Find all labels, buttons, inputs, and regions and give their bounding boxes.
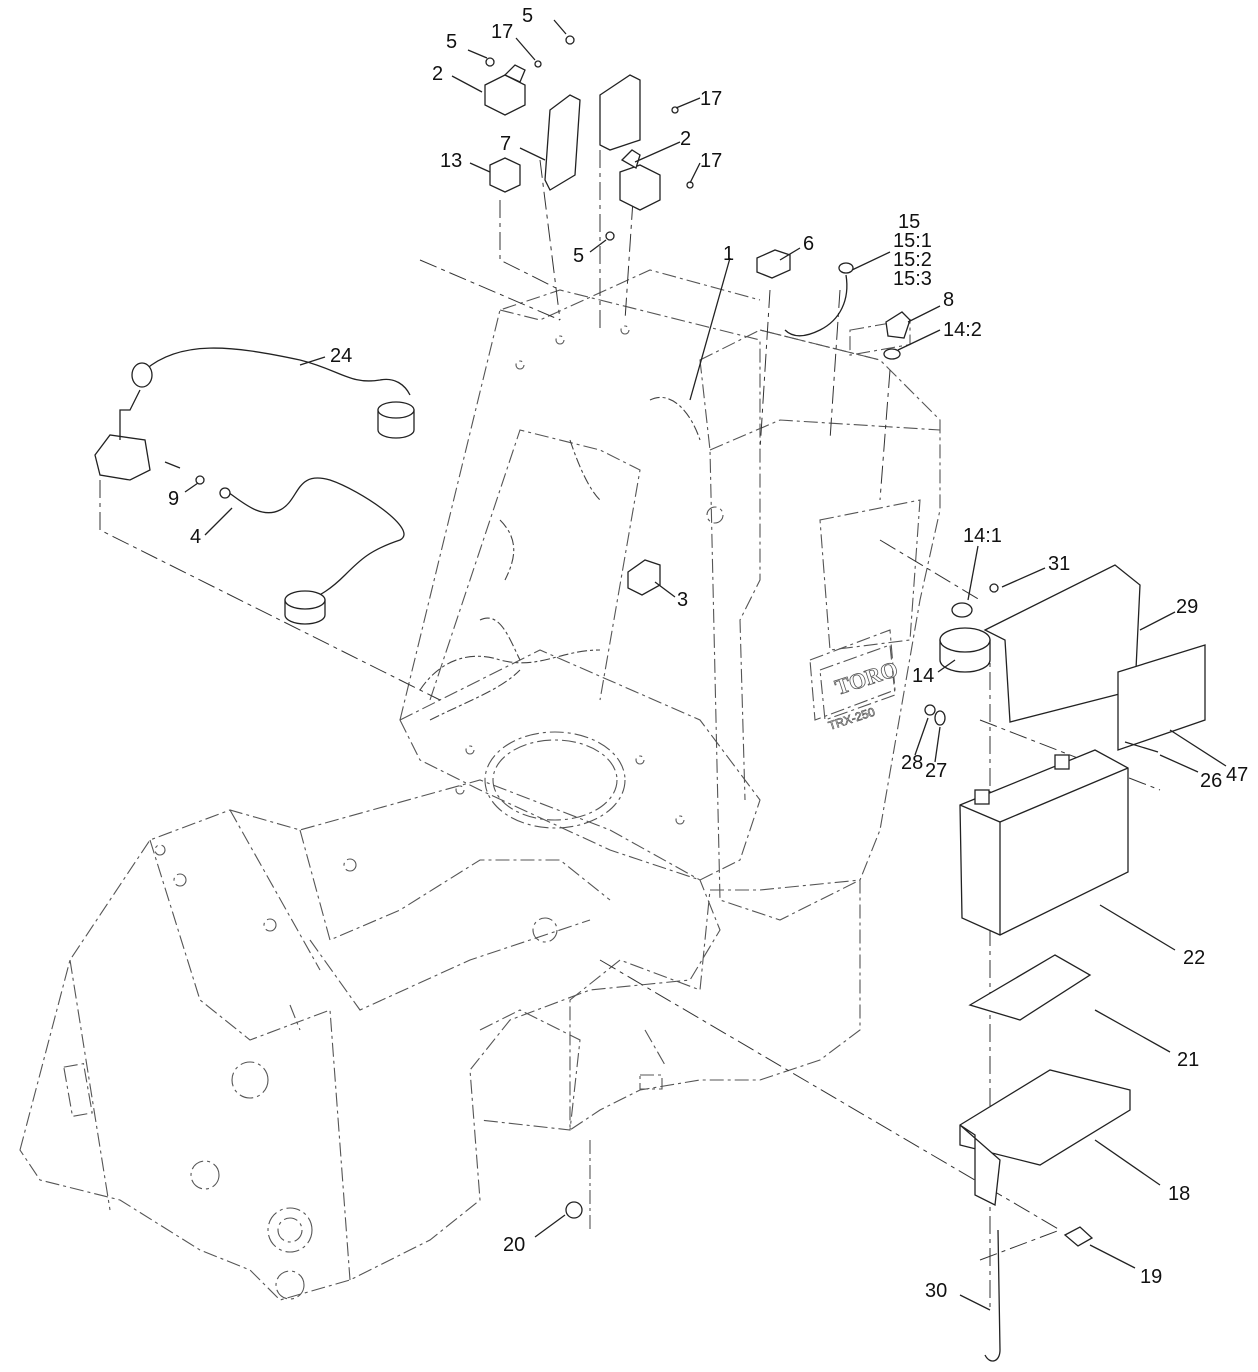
- indicator-light: [784, 262, 854, 337]
- leader-lines: [184, 19, 1227, 1311]
- callout-15-1: 15:1: [893, 230, 932, 252]
- washer-27: [934, 710, 946, 726]
- carriage-bolt: [1124, 741, 1159, 753]
- callout-17: 17: [491, 21, 513, 43]
- pressure-switch: [627, 559, 661, 596]
- callout-3: 3: [677, 589, 688, 611]
- callout-31: 31: [1048, 553, 1070, 575]
- relay-lower: [619, 149, 661, 211]
- callout-29: 29: [1176, 596, 1198, 618]
- callout-14-2: 14:2: [943, 319, 982, 341]
- screw-17-b: [671, 106, 679, 114]
- callout-5: 5: [522, 5, 533, 27]
- callout-7: 7: [500, 133, 511, 155]
- callout-14-1: 14:1: [963, 525, 1002, 547]
- j-bolt: [984, 1229, 1001, 1362]
- callout-47: 47: [1226, 764, 1248, 786]
- callout-9: 9: [168, 488, 179, 510]
- nut-5-left: [485, 57, 495, 67]
- hairpin-clip: [989, 583, 999, 593]
- wire-harness: [419, 396, 701, 721]
- relay-upper: [484, 64, 526, 116]
- washer-9: [195, 475, 205, 485]
- callout-6: 6: [803, 233, 814, 255]
- ignition-switch: [939, 602, 991, 673]
- callout-19: 19: [1140, 1266, 1162, 1288]
- callout-1: 1: [723, 243, 734, 265]
- callout-15-2: 15:2: [893, 249, 932, 271]
- nut-5-top: [565, 35, 575, 45]
- battery: [959, 749, 1129, 936]
- callout-18: 18: [1168, 1183, 1190, 1205]
- callout-5: 5: [446, 31, 457, 53]
- key-nut: [883, 348, 901, 360]
- callout-27: 27: [925, 760, 947, 782]
- callout-24: 24: [330, 345, 352, 367]
- chassis-frame: TORO TRX-250: [19, 269, 941, 1301]
- tray-bolt: [1063, 1226, 1094, 1247]
- relay-bracket-rear: [599, 74, 641, 151]
- callout-8: 8: [943, 289, 954, 311]
- callout-20: 20: [503, 1234, 525, 1256]
- nut-5-lower: [605, 231, 615, 241]
- battery-tray: [959, 1069, 1131, 1206]
- callout-5: 5: [573, 245, 584, 267]
- callout-26: 26: [1200, 770, 1222, 792]
- callout-15: 15: [898, 211, 920, 233]
- callout-2: 2: [432, 63, 443, 85]
- foam-pad: [1117, 644, 1206, 751]
- starter-solenoid: [94, 389, 151, 481]
- battery-cable-positive: [131, 347, 415, 439]
- decal-model: TRX-250: [827, 705, 877, 733]
- callout-17: 17: [700, 88, 722, 110]
- callout-17: 17: [700, 150, 722, 172]
- battery-cable-negative: [219, 477, 405, 625]
- callout-21: 21: [1177, 1049, 1199, 1071]
- screw-17-a: [534, 60, 542, 68]
- battery-cover: [983, 564, 1141, 723]
- hour-meter: [756, 249, 791, 279]
- flange-nut: [565, 1201, 583, 1219]
- ignition-key: [885, 311, 911, 339]
- bolt-9: [164, 461, 181, 469]
- callout-4: 4: [190, 526, 201, 548]
- callout-15-3: 15:3: [893, 268, 932, 290]
- callout-14: 14: [912, 665, 934, 687]
- relay-bracket: [544, 94, 581, 191]
- callout-30: 30: [925, 1280, 947, 1302]
- callout-labels: 5 17 5 2 17 2 7 13 17 5 1 6 15 15:1 15:2…: [168, 5, 1248, 1302]
- nut-28: [924, 704, 936, 716]
- battery-pad: [968, 954, 1092, 1021]
- relay-13: [489, 157, 521, 193]
- callout-13: 13: [440, 150, 462, 172]
- decal-brand: TORO: [832, 656, 901, 700]
- callout-22: 22: [1183, 947, 1205, 969]
- callout-2: 2: [680, 128, 691, 150]
- callout-28: 28: [901, 752, 923, 774]
